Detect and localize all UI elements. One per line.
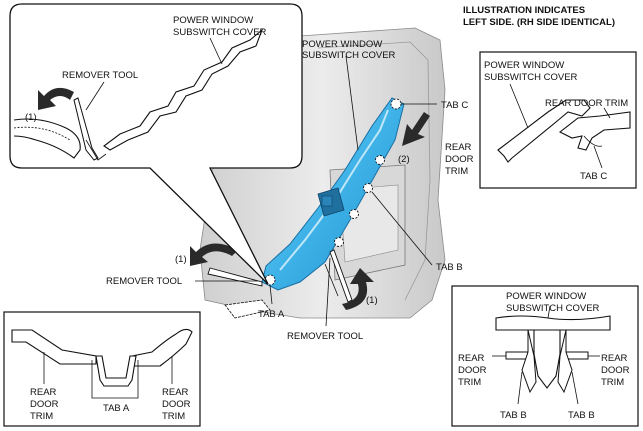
tab-c-marker xyxy=(390,98,402,110)
main-tab-a-label: TAB A xyxy=(258,309,285,320)
detail-tab-b-right-trim-line2: DOOR xyxy=(601,365,630,376)
callout-cover-piece xyxy=(103,28,264,151)
detail-tab-c-cover xyxy=(497,99,591,163)
callout-leader-remover xyxy=(85,81,105,111)
detail-tab-b-cover-label-line2: SUBSWITCH COVER xyxy=(506,303,600,314)
curved-arrow-bottom xyxy=(342,268,374,310)
callout-step-1: (1) xyxy=(25,112,37,123)
remover-tool-bottom xyxy=(329,249,353,303)
tab-b-marker xyxy=(375,155,385,165)
detail-tab-c-trim xyxy=(558,111,631,151)
detail-tab-b-right-trim xyxy=(565,351,589,360)
detail-tab-b-leader-cover xyxy=(547,305,551,319)
detail-tab-b-right-trim-line1: REAR xyxy=(601,353,628,364)
tab-b-marker xyxy=(334,237,344,247)
main-remover-tool-bottom: REMOVER TOOL xyxy=(287,331,363,342)
main-cover-label-line1: POWER WINDOW xyxy=(302,39,382,50)
detail-tab-a-tab xyxy=(95,355,137,387)
detail-tab-b-leader-tab-left xyxy=(517,371,523,405)
detail-tab-c-leader-tab xyxy=(593,145,603,169)
detail-tab-c-tab xyxy=(583,135,603,147)
cover-highlight xyxy=(279,109,389,271)
callout-cover-label-line2: SUBSWITCH COVER xyxy=(173,27,267,38)
main-step-1-bottom: (1) xyxy=(366,295,378,306)
callout-remover-tool-label: REMOVER TOOL xyxy=(62,70,138,81)
detail-tab-a-left-trim-line1: REAR xyxy=(30,387,57,398)
main-rear-door-trim-line2: DOOR xyxy=(445,154,474,165)
detail-tab-c-tab-label: TAB C xyxy=(580,171,607,182)
detail-tab-b-clip-right-arm xyxy=(557,329,573,394)
detail-tab-c-cover-label-line1: POWER WINDOW xyxy=(484,60,564,71)
detail-tab-b-clip xyxy=(533,329,561,389)
detail-tab-b-tab-left-label: TAB B xyxy=(500,410,527,421)
detail-tab-a-left-trim-line3: TRIM xyxy=(30,411,53,422)
main-tab-c-label: TAB C xyxy=(441,100,468,111)
detail-tab-a-right-trim-line1: REAR xyxy=(162,387,189,398)
detail-tab-a-tab-label: TAB A xyxy=(103,403,130,414)
detail-tab-a: REAR DOOR TRIM REAR DOOR TRIM TAB A xyxy=(3,311,201,427)
detail-tab-a-right-trim-line3: TRIM xyxy=(162,411,185,422)
callout-cover-label-line1: POWER WINDOW xyxy=(173,15,253,26)
header-line-2: LEFT SIDE. (RH SIDE IDENTICAL) xyxy=(463,17,615,28)
main-step-1-left: (1) xyxy=(175,254,187,265)
remover-tool-left xyxy=(207,267,263,287)
callout-remover-tool xyxy=(73,97,99,161)
callout-leader-cover xyxy=(209,37,223,65)
hand-grip xyxy=(224,299,271,319)
remover-tool-bottom-tip xyxy=(324,263,339,297)
detail-tab-b-right-trim-line3: TRIM xyxy=(601,377,624,388)
arrow-step-2 xyxy=(402,112,430,146)
detail-tab-b-left-trim-line3: TRIM xyxy=(458,377,481,388)
main-rear-door-trim-line1: REAR xyxy=(445,142,472,153)
main-cover-label-line2: SUBSWITCH COVER xyxy=(302,50,396,61)
detail-tab-a-right-trim-line2: DOOR xyxy=(162,399,191,410)
door-trim-inner-line xyxy=(317,41,431,301)
detail-tab-c-leader-cover xyxy=(509,83,529,129)
tab-b-marker xyxy=(349,209,359,219)
detail-tab-b-left-trim xyxy=(505,351,529,360)
callout-curved-arrow xyxy=(38,87,74,110)
main-rear-door-trim-line3: TRIM xyxy=(445,166,468,177)
detail-tab-b-left-trim-line1: REAR xyxy=(458,353,485,364)
callout-top-left: POWER WINDOW SUBSWITCH COVER REMOVER TOO… xyxy=(9,3,303,285)
leader-remover-bottom xyxy=(325,257,331,327)
detail-tab-a-left-trim-line2: DOOR xyxy=(30,399,59,410)
callout-trim-inner xyxy=(13,126,71,141)
detail-tab-b-cover-label-line1: POWER WINDOW xyxy=(506,291,586,302)
tab-b-marker xyxy=(363,183,373,193)
detail-tab-b-cover-plate xyxy=(495,315,611,331)
callout-bubble-outline xyxy=(9,3,303,285)
window-switch-button xyxy=(321,195,333,207)
detail-tab-c: POWER WINDOW SUBSWITCH COVER REAR DOOR T… xyxy=(479,51,637,189)
callout-trim-edge xyxy=(13,118,81,159)
curved-arrow-left xyxy=(190,243,238,266)
main-tab-b-label: TAB B xyxy=(436,262,463,273)
detail-tab-b-clip-left-arm xyxy=(521,329,537,394)
detail-tab-a-bracket xyxy=(91,360,139,399)
main-remover-tool-left: REMOVER TOOL xyxy=(106,276,182,287)
main-step-2: (2) xyxy=(398,154,410,165)
detail-tab-b-leader-tab-right xyxy=(571,371,579,405)
detail-tab-a-left-trim xyxy=(11,329,97,365)
callout-remover-tool-tip xyxy=(85,139,107,161)
detail-tab-c-trim-label: REAR DOOR TRIM xyxy=(545,98,628,109)
header-line-1: ILLUSTRATION INDICATES xyxy=(463,5,585,16)
leader-tab-b xyxy=(371,191,433,266)
detail-tab-c-cover-label-line2: SUBSWITCH COVER xyxy=(484,72,578,83)
header: ILLUSTRATION INDICATES LEFT SIDE. (RH SI… xyxy=(463,5,615,28)
detail-tab-b-tab-right-label: TAB B xyxy=(568,410,595,421)
detail-tab-b-left-trim-line2: DOOR xyxy=(458,365,487,376)
detail-tab-b: POWER WINDOW SUBSWITCH COVER REAR DOOR T… xyxy=(451,285,639,427)
detail-tab-a-right-trim xyxy=(131,328,193,367)
main-illustration: POWER WINDOW SUBSWITCH COVER TAB C (2) R… xyxy=(106,27,474,342)
leader-tab-a xyxy=(269,284,273,305)
detail-tab-c-leader-trim xyxy=(603,107,611,119)
leader-cover xyxy=(345,55,359,151)
